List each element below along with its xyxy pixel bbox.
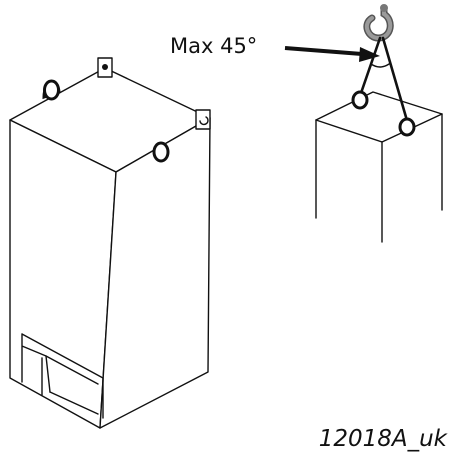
mounting-tab-right	[195, 109, 211, 130]
cabinet-cutout-inner	[41, 355, 99, 415]
reference-code: 12018A_uk	[319, 426, 449, 452]
angle-arrow	[284, 46, 380, 62]
lifting-eye-rear-left	[42, 79, 61, 101]
lifting-illustration	[284, 4, 443, 243]
lifted-box	[315, 91, 443, 243]
lifting-ring-right	[398, 117, 416, 137]
mounting-tab-back	[97, 57, 113, 78]
lifting-ring-left	[351, 90, 369, 110]
cabinet-front-face	[9, 119, 117, 429]
hook-icon	[363, 4, 394, 42]
drive-cabinet	[9, 57, 211, 429]
max-angle-label: Max 45°	[170, 34, 257, 58]
lifting-eye-front-right	[152, 141, 170, 163]
cabinet-side-face	[99, 117, 211, 429]
lifting-chains	[358, 36, 410, 126]
